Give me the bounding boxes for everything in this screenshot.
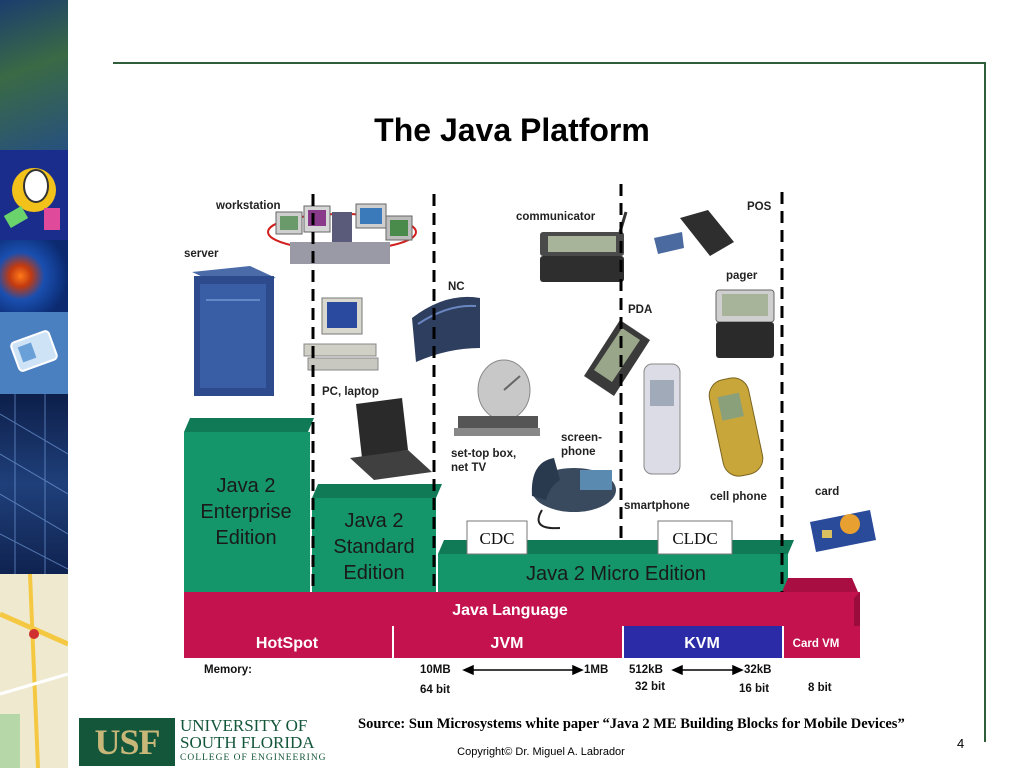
workstation-label: workstation (215, 200, 281, 212)
card-vm-label: Card VM (793, 638, 840, 650)
screen-phone-icon (531, 458, 616, 530)
kvm-memory-high: 512kB (629, 664, 663, 676)
server-label: server (184, 248, 219, 260)
slide-title: The Java Platform (374, 112, 650, 148)
pos-label: POS (747, 201, 772, 213)
page-number: 4 (957, 736, 965, 751)
map-roads (0, 573, 70, 769)
hotspot-bar (184, 626, 392, 658)
standard-edition-line-3: Edition (343, 562, 404, 584)
usf-logo-line-2: SOUTH FLORIDA (180, 733, 315, 752)
decorative-image-strip (0, 0, 70, 769)
hotspot-label: HotSpot (256, 635, 319, 652)
jvm-label: JVM (491, 635, 524, 652)
map-pin-icon (29, 629, 39, 639)
jvm-memory-high: 10MB (420, 664, 451, 676)
enterprise-edition-line-1: Java 2 (217, 475, 276, 497)
standard-edition-line-2: Standard (333, 536, 414, 558)
kvm-label: KVM (684, 635, 720, 652)
cdc-box (466, 520, 528, 555)
java-language-bar (184, 578, 860, 632)
kvm-memory-low: 32kB (744, 664, 772, 676)
communicator-label: communicator (516, 211, 596, 223)
pager-label: pager (726, 270, 758, 282)
pager-icon (715, 289, 775, 358)
phone-icon-tile (0, 312, 68, 394)
pos-icon (654, 210, 734, 256)
usf-logo: USF UNIVERSITY OF SOUTH FLORIDA COLLEGE … (79, 716, 326, 768)
micro-edition-label: Java 2 Micro Edition (526, 563, 706, 585)
smart-card-icon (810, 510, 876, 552)
edition-dividers (311, 184, 784, 592)
cdc-label: CDC (480, 529, 515, 548)
enterprise-edition-line-3: Edition (215, 527, 276, 549)
kvm-bar (624, 626, 782, 658)
cell-phone-label: cell phone (710, 491, 767, 503)
satellite-dish-icon (3, 168, 60, 230)
server-icon (192, 266, 276, 396)
pc-laptop-label: PC, laptop (322, 386, 379, 398)
bits-16-label: 16 bit (739, 683, 769, 695)
usf-logo-mark: USF (79, 718, 175, 766)
smartphone-label: smartphone (624, 500, 690, 512)
java-platform-diagram: server workstation PC, laptop NC (184, 184, 876, 696)
screen-phone-label-2: phone (561, 446, 596, 458)
jvm-memory-low: 1MB (584, 664, 608, 676)
circuit-board-tile (0, 394, 69, 574)
communicator-icon (540, 211, 628, 282)
set-top-box-label-1: set-top box, (451, 448, 516, 460)
set-top-box-label-2: net TV (451, 462, 486, 474)
source-citation: Source: Sun Microsystems white paper “Ja… (358, 716, 905, 732)
standard-edition-block (312, 484, 442, 592)
copyright-footer: Copyright© Dr. Miguel A. Labrador (457, 746, 625, 758)
smartphone-icon (643, 363, 681, 475)
enterprise-edition-line-2: Enterprise (200, 501, 291, 523)
java-language-label: Java Language (452, 602, 568, 619)
pda-label: PDA (628, 304, 652, 316)
jvm-bar (394, 626, 622, 658)
circuit-lines (0, 394, 69, 574)
bits-64-label: 64 bit (420, 684, 450, 696)
memory-label: Memory: (204, 664, 252, 676)
card-label: card (815, 486, 839, 498)
nc-label: NC (448, 281, 465, 293)
screen-phone-label-1: screen- (561, 432, 602, 444)
pc-icon (303, 297, 379, 371)
usf-logo-line-3: COLLEGE OF ENGINEERING (180, 753, 327, 763)
bits-8-label: 8 bit (808, 682, 832, 694)
frame-top-line (113, 62, 986, 64)
street-map-tile (0, 573, 70, 769)
workstation-icon (267, 203, 417, 264)
set-top-box-icon (454, 359, 540, 436)
laptop-icon (350, 398, 432, 480)
network-computer-icon (412, 296, 480, 362)
enterprise-edition-block (184, 418, 314, 592)
pda-icon (584, 320, 650, 396)
cldc-label: CLDC (672, 529, 717, 548)
card-vm-bar (784, 626, 860, 658)
cell-phone-icon (708, 377, 764, 477)
memory-range-arrows (462, 664, 744, 676)
earth-satellite-tile (0, 0, 68, 150)
mobile-phone-icon (10, 330, 58, 372)
frame-right-line (984, 62, 986, 742)
cldc-box (657, 520, 733, 555)
bits-32-label: 32 bit (635, 681, 665, 693)
standard-edition-line-1: Java 2 (345, 510, 404, 532)
usf-logo-line-1: UNIVERSITY OF (180, 716, 308, 735)
brain-scan-tile (0, 240, 68, 312)
gadgets-clipart-tile (0, 150, 68, 240)
